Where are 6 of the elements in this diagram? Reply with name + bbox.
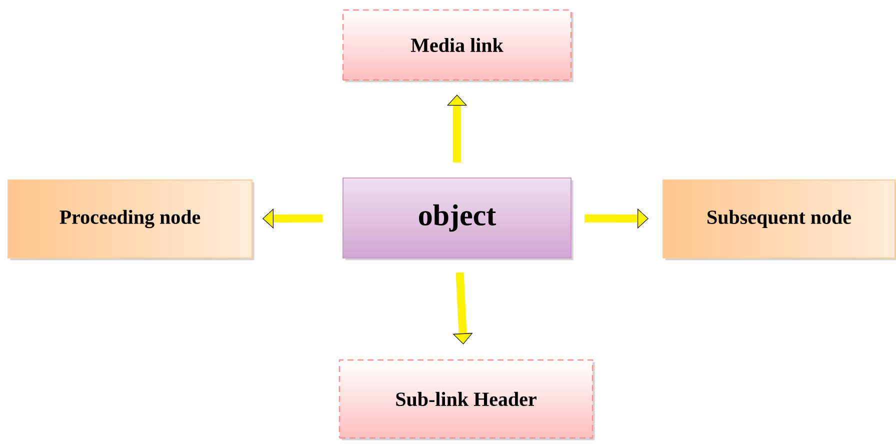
process-box: Subsequent node [662,180,896,260]
object-box: object [342,178,574,260]
dashed-box: Media link [342,9,574,82]
process-box: Proceeding node [8,180,254,260]
dashed-box: Sub-link Header [338,359,595,440]
arrow [262,208,323,229]
